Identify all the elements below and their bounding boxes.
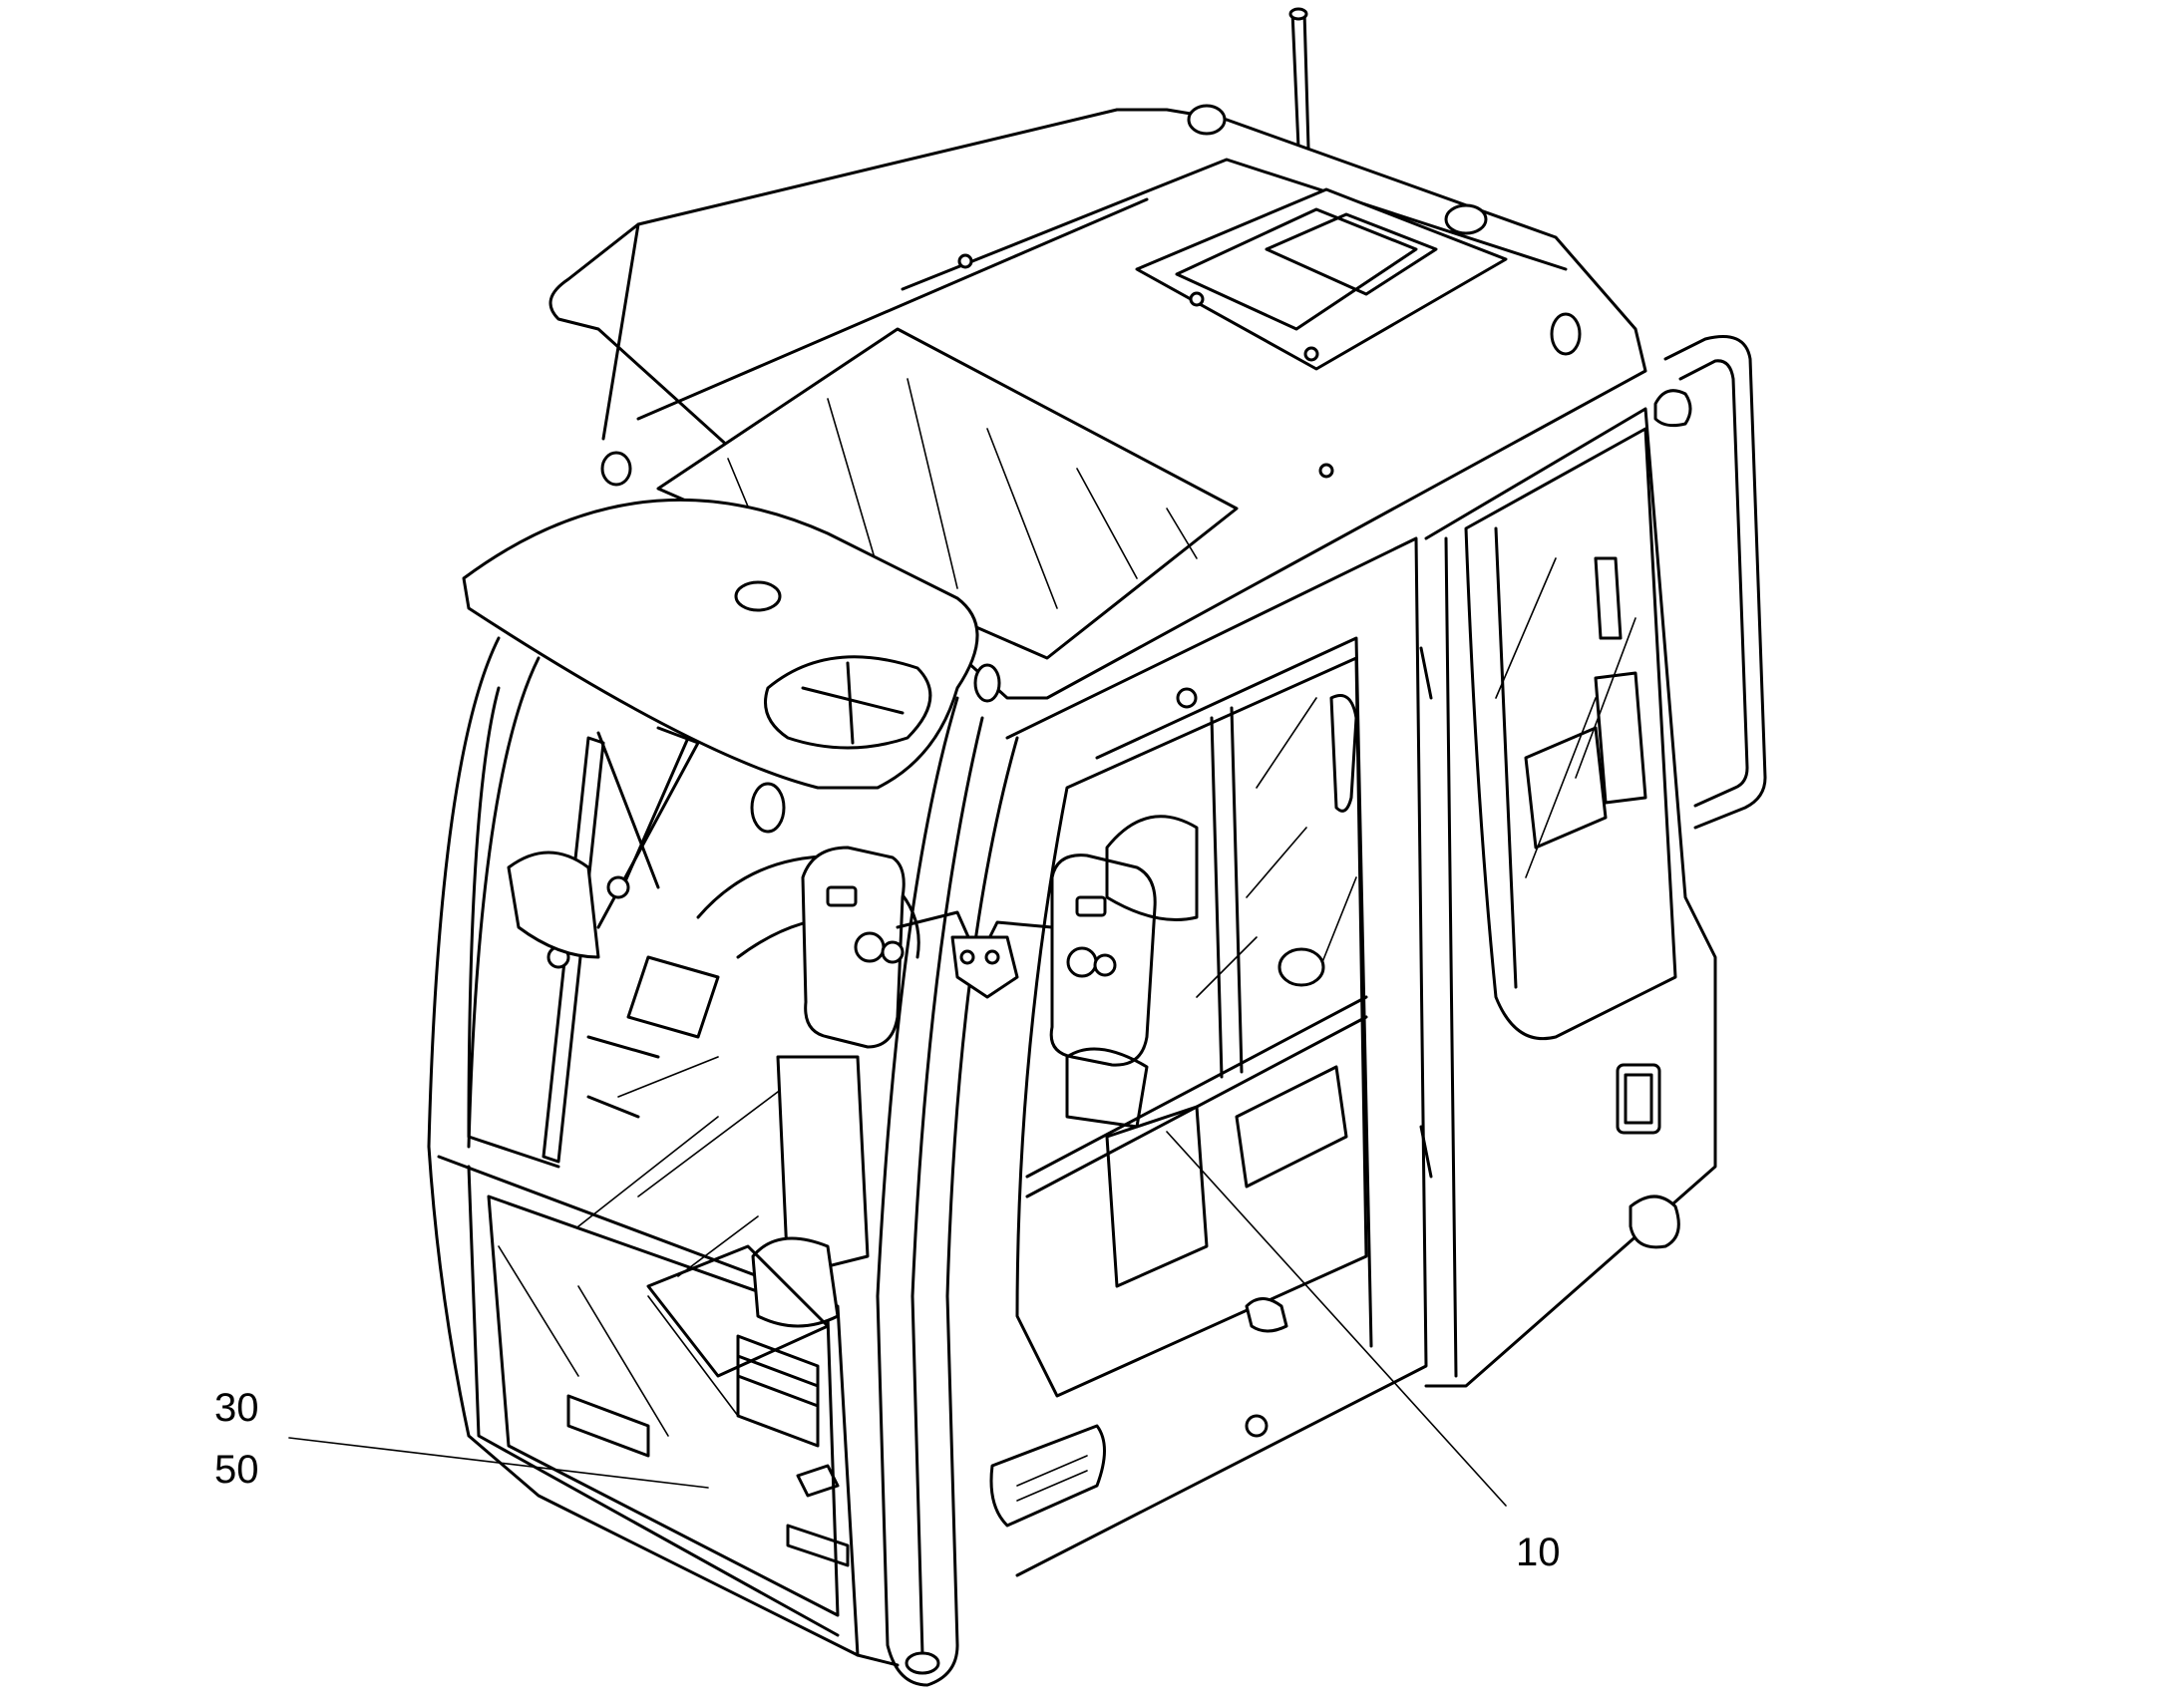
front-glass-hatching [498,1056,799,1437]
wiper [507,726,700,1164]
callout-50: 50 [214,1448,259,1492]
leader-10 [1166,1131,1507,1507]
roof-glass-hatching [727,378,1198,609]
cab-rear-side [1424,407,1717,1388]
rear-glass-hatching [1495,557,1636,878]
callout-10: 10 [1516,1531,1561,1574]
sun-visor [462,498,979,790]
antenna [1288,7,1310,150]
leader-30-50 [288,1437,709,1489]
callout-labels: 30 50 10 [214,1386,1561,1574]
cab-door [989,536,1433,1577]
cab-front-frame [427,636,1019,1687]
cab-roof [548,104,1647,703]
left-mirror [801,846,979,1049]
callout-30: 30 [214,1386,259,1430]
cab-interior [566,782,920,1567]
grab-handle [1653,335,1767,830]
callout-leaders [288,1131,1507,1507]
